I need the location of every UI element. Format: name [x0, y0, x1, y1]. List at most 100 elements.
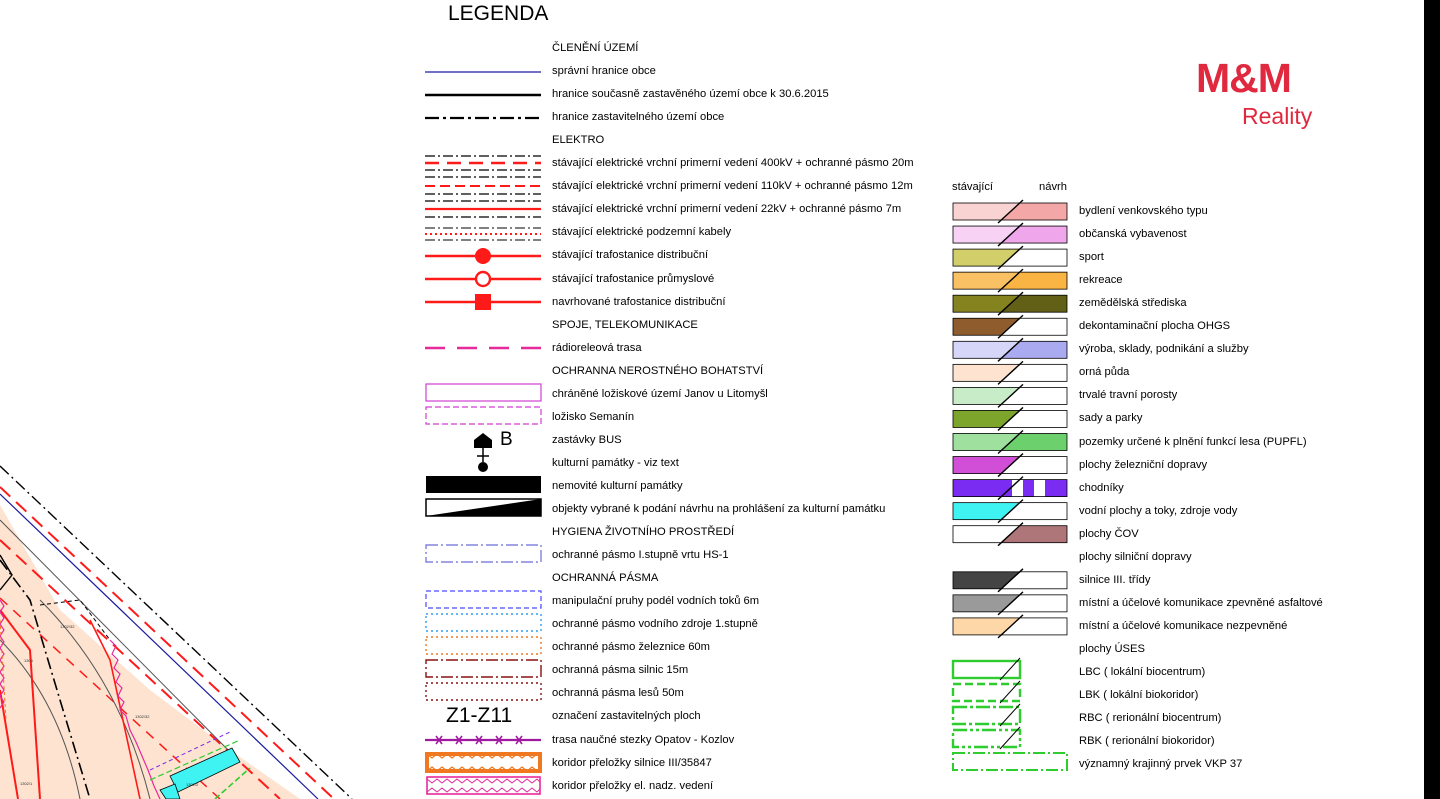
water-strip: [159, 783, 181, 799]
land-use-label: RBC ( rerionální biocentrum): [1079, 712, 1222, 725]
land-use-swatch: [952, 614, 1068, 639]
zone-code-sample: Z1-Z11: [446, 704, 513, 727]
symbol-road-corridor: [425, 752, 542, 773]
legend-item-label: stávající trafostanice distribuční: [552, 249, 709, 262]
land-use-label: silnice III. třídy: [1079, 573, 1151, 586]
legend-item-label: ČLENĚNÍ ÚZEMÍ: [552, 42, 639, 54]
land-use-label: RBK ( rerionální biokoridor): [1079, 735, 1215, 748]
land-use-label: LBC ( lokální biocentrum): [1079, 666, 1206, 678]
legend-item-label: ELEKTRO: [552, 134, 605, 147]
land-use-swatch: [952, 291, 1068, 316]
land-use-label: dekontaminační plocha OHGS: [1079, 320, 1231, 333]
symbol-22kv: [425, 200, 541, 218]
corridor-zigzag: [0, 599, 5, 709]
symbol-110kv: [425, 176, 541, 195]
legend-item-label: ochranná pásma lesů 50m: [552, 687, 684, 700]
symbol-railway-protection: [425, 636, 542, 655]
legend-item-label: trasa naučné stezky Opatov - Kozlov: [552, 733, 735, 746]
symbol-400kv: [425, 155, 541, 171]
legend-item-label: nemovité kulturní památky: [552, 479, 683, 492]
land-use-label: občanská vybavenost: [1079, 228, 1187, 241]
legend-item-label: označení zastavitelných ploch: [552, 710, 701, 723]
land-use-swatch: [952, 406, 1068, 431]
legend-item-label: ochranné pásmo železnice 60m: [552, 641, 710, 654]
road-edge: [39, 599, 151, 799]
land-use-label: výroba, sklady, podnikání a služby: [1079, 343, 1249, 356]
symbol-deposit: [425, 406, 542, 425]
symbol-forest-protection: [425, 682, 542, 701]
land-use-label: plochy železniční dopravy: [1079, 458, 1208, 471]
land-use-swatch: [952, 568, 1068, 593]
power-line: [0, 609, 41, 799]
corridor-zigzag: [109, 639, 161, 799]
symbol-lbc: [951, 657, 1022, 681]
symbol-transformer-proposed: [425, 294, 541, 310]
legend-item-label: OCHRANNÁ PÁSMA: [552, 572, 659, 585]
road-corridor-line: [0, 619, 7, 721]
protection-band-line: [0, 597, 221, 799]
legend-item-label: manipulační pruhy podél vodních toků 6m: [552, 595, 760, 608]
header-existing: stávající: [952, 181, 994, 193]
legend-item-label: stávající elektrické vrchní primerní ved…: [552, 180, 913, 193]
brand-logo-subtitle: Reality: [1242, 103, 1313, 129]
land-use-label: rekreace: [1079, 274, 1123, 287]
bus-symbol-letter: B: [500, 429, 513, 450]
legend-item-label: koridor přeložky el. nadz. vedení: [552, 779, 714, 792]
land-use-swatch: [952, 383, 1068, 408]
biocorridor-line: [214, 767, 251, 799]
map-fragment: 1302/32 1302/32 1304 1302/1 1302/2: [0, 465, 353, 799]
legend-item-label: zastávky BUS: [552, 433, 622, 446]
zone-boundary-line: [0, 465, 353, 799]
land-use-label: plochy silniční dopravy: [1079, 550, 1192, 563]
legend-item-label: ochranné pásmo vodního zdroje 1.stupně: [552, 618, 758, 631]
symbol-water-source: [425, 613, 542, 632]
legend-item-label: ochranné pásmo I.stupně vrtu HS-1: [552, 549, 729, 562]
land-use-label: významný krajinný prvek VKP 37: [1079, 758, 1243, 771]
symbol-nature-trail: [425, 735, 541, 745]
symbol-power-corridor: [426, 776, 541, 795]
legend-item-label: stávající elektrické podzemní kabely: [552, 226, 732, 239]
land-use-label: zemědělská střediska: [1079, 297, 1187, 310]
legend-item-label: stávající trafostanice průmyslové: [552, 272, 715, 285]
legend-item-label: správní hranice obce: [552, 65, 656, 78]
legend-item-label: chráněné ložiskové území Janov u Litomyš…: [552, 387, 768, 400]
land-use-label: vodní plochy a toky, zdroje vody: [1079, 504, 1238, 517]
legend-item-label: HYGIENA ŽIVOTNÍHO PROSTŘEDÍ: [552, 526, 735, 539]
brand-logo[interactable]: M&M: [1196, 55, 1292, 101]
legend-item-label: kulturní památky - viz text: [552, 456, 679, 469]
land-use-label: plochy ČOV: [1079, 527, 1139, 540]
power-line: [0, 689, 19, 799]
symbol-proposed-monument: [425, 498, 542, 517]
legend-item-label: ložisko Semanín: [552, 410, 635, 423]
symbol-lbk: [951, 680, 1022, 704]
symbol-transformer-distribution: [425, 248, 541, 264]
path-line: [149, 731, 231, 771]
legend-item-label: objekty vybrané k podání návrhu na prohl…: [552, 503, 886, 515]
land-use-label: místní a účelové komunikace zpevněné asf…: [1079, 596, 1323, 609]
land-use-label: chodníky: [1079, 481, 1124, 494]
land-use-swatch: [952, 476, 1068, 501]
built-area-boundary: [0, 559, 91, 799]
parcel-label: 1302/2: [186, 782, 199, 787]
land-use-swatch: [952, 453, 1068, 478]
land-use-swatch: [952, 268, 1068, 293]
land-use-swatch: [952, 591, 1068, 616]
legend-item-label: ochranná pásma silnic 15m: [552, 664, 689, 677]
legend-item-label: navrhované trafostanice distribuční: [552, 295, 726, 308]
legend-item-label: stávající elektrické vrchní primerní ved…: [552, 157, 914, 170]
land-use-label: místní a účelové komunikace nezpevněné: [1079, 619, 1288, 632]
legend-item-label: stávající elektrické vrchní primerní ved…: [552, 203, 902, 216]
land-use-label: sady a parky: [1079, 412, 1143, 425]
road-edge: [0, 639, 81, 799]
land-use-label: plochy ÚSES: [1079, 642, 1145, 655]
land-use-label: pozemky určené k plnění funkcí lesa (PUP…: [1079, 435, 1307, 448]
parcel-boundary: [0, 554, 13, 591]
legend-item-label: rádioreleová trasa: [552, 341, 642, 354]
symbol-rbk: [951, 726, 1022, 750]
symbol-road-protection: [425, 659, 542, 678]
symbol-water-strip: [425, 590, 542, 609]
legend-item-label: hranice současně zastavěného území obce …: [552, 88, 829, 101]
land-use-swatch: [952, 314, 1068, 339]
